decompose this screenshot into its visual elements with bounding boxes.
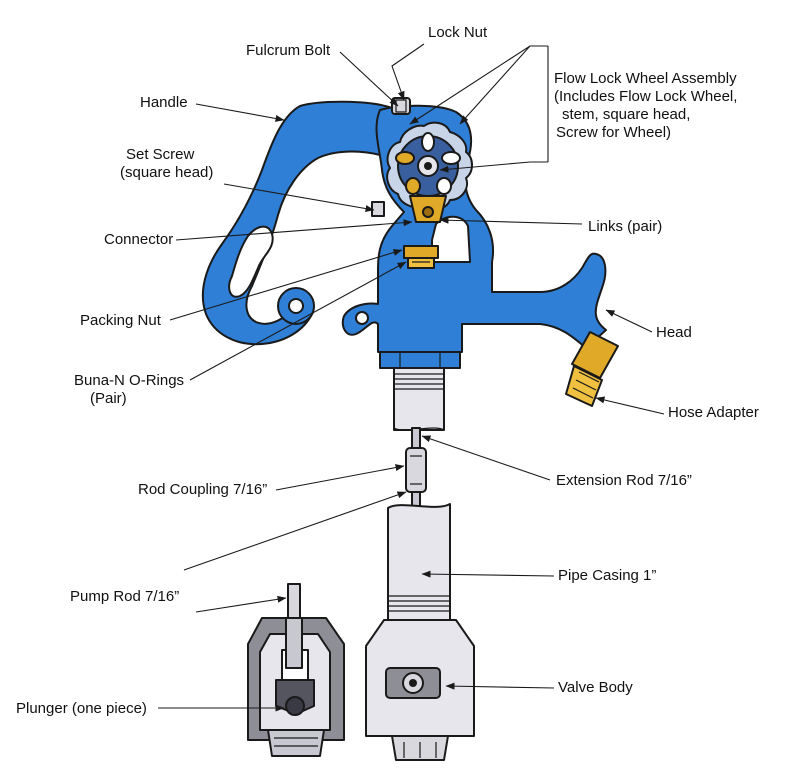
label-connector: Connector bbox=[104, 231, 174, 248]
label-buna-o-rings: Buna-N O-Rings (Pair) bbox=[74, 372, 204, 408]
label-extension-rod: Extension Rod 7/16” bbox=[556, 472, 692, 489]
label-links: Links (pair) bbox=[588, 218, 663, 235]
upper-pipe bbox=[393, 367, 445, 431]
connector-part bbox=[409, 195, 447, 223]
flow-lock-line4: Screw for Wheel) bbox=[556, 124, 672, 141]
leader-lines bbox=[158, 43, 665, 712]
label-rod-coupling: Rod Coupling 7/16” bbox=[138, 481, 268, 498]
set-screw-sub: (square head) bbox=[120, 164, 214, 181]
label-handle: Handle bbox=[140, 94, 188, 111]
extension-rod-part bbox=[411, 427, 421, 449]
set-screw-part bbox=[371, 201, 385, 217]
hex-nut bbox=[379, 351, 461, 369]
plunger-assembly-part bbox=[247, 583, 345, 757]
buna-title: Buna-N O-Rings bbox=[74, 372, 185, 389]
label-pump-rod: Pump Rod 7/16” bbox=[70, 588, 180, 605]
flow-lock-line3: stem, square head, bbox=[562, 106, 691, 123]
packing-nut-part bbox=[403, 245, 439, 269]
rod-coupling-part bbox=[405, 447, 427, 507]
label-lock-nut: Lock Nut bbox=[428, 24, 488, 41]
flow-lock-title: Flow Lock Wheel Assembly bbox=[554, 70, 737, 87]
buna-sub: (Pair) bbox=[90, 390, 127, 407]
pipe-casing-part bbox=[387, 503, 451, 621]
label-hose-adapter: Hose Adapter bbox=[668, 404, 759, 421]
label-pipe-casing: Pipe Casing 1” bbox=[558, 567, 657, 584]
label-plunger: Plunger (one piece) bbox=[16, 700, 147, 717]
flow-lock-wheel bbox=[386, 121, 473, 211]
label-head: Head bbox=[656, 324, 692, 341]
set-screw-title: Set Screw bbox=[126, 146, 195, 163]
valve-body-part bbox=[365, 619, 475, 761]
hose-adapter-part bbox=[565, 331, 619, 407]
label-fulcrum-bolt: Fulcrum Bolt bbox=[246, 42, 331, 59]
label-set-screw: Set Screw (square head) bbox=[120, 146, 230, 182]
label-valve-body: Valve Body bbox=[558, 679, 633, 696]
label-packing-nut: Packing Nut bbox=[80, 312, 161, 329]
label-flow-lock-wheel-assembly: Flow Lock Wheel Assembly (Includes Flow … bbox=[554, 70, 794, 142]
flow-lock-line2: (Includes Flow Lock Wheel, bbox=[554, 88, 738, 105]
